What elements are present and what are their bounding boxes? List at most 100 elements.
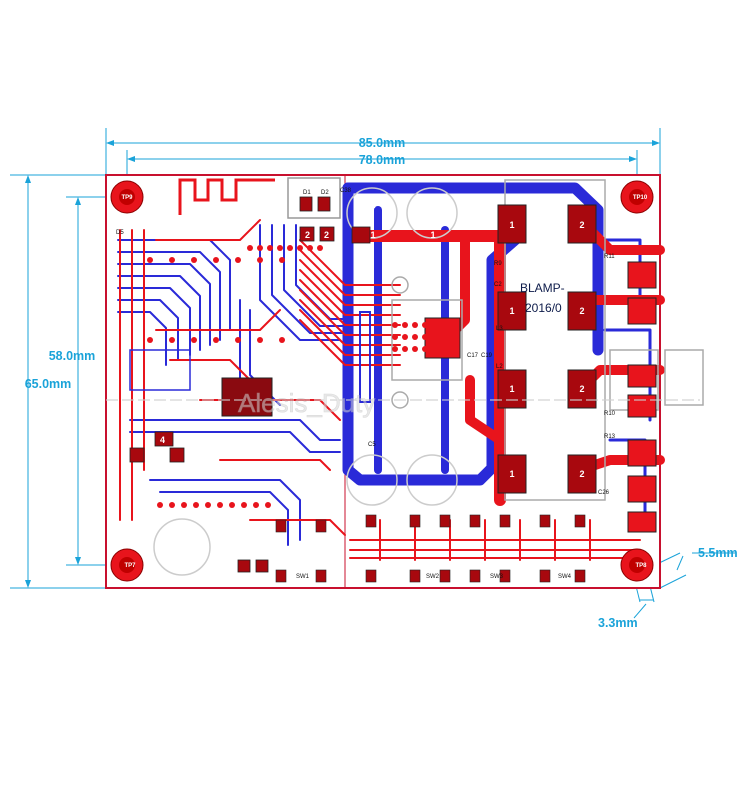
via-7 — [147, 337, 153, 343]
label-d5: D5 — [116, 230, 124, 236]
integrated-circuits — [129, 311, 461, 417]
svg-text:2: 2 — [579, 384, 584, 394]
label-d2: D2 — [321, 190, 329, 196]
dim-height-inner: 58.0mm — [49, 349, 96, 363]
via-33 — [241, 502, 247, 508]
label-sw3: SW3 — [490, 574, 504, 580]
svg-text:2: 2 — [324, 230, 329, 240]
switch-pads — [275, 514, 586, 583]
via-17 — [422, 322, 428, 328]
dim-height-outer: 65.0mm — [25, 377, 72, 391]
via-39 — [277, 245, 283, 251]
capacitor-pads — [129, 196, 371, 573]
label-sw2: SW2 — [426, 574, 440, 580]
via-6 — [279, 257, 285, 263]
via-25 — [422, 346, 428, 352]
svg-text:2: 2 — [579, 469, 584, 479]
pad-numbers: 2 2 1 1 1 2 1 2 1 2 1 2 2 2 4 — [160, 200, 585, 479]
bottom-copper-layer — [117, 182, 652, 546]
via-1 — [169, 257, 175, 263]
svg-text:2: 2 — [579, 220, 584, 230]
via-34 — [253, 502, 259, 508]
svg-text:2: 2 — [430, 200, 435, 210]
via-19 — [402, 334, 408, 340]
label-c19: C19 — [481, 353, 493, 359]
via-8 — [169, 337, 175, 343]
svg-text:1: 1 — [370, 230, 375, 240]
svg-text:4: 4 — [160, 435, 165, 445]
tp10-label: TP10 — [633, 195, 648, 201]
test-point-tp8: TP8 — [620, 548, 654, 582]
via-22 — [392, 346, 398, 352]
dim-width-outer: 85.0mm — [359, 136, 406, 150]
vias — [147, 245, 428, 508]
svg-text:2: 2 — [370, 200, 375, 210]
via-30 — [205, 502, 211, 508]
dimension-annotations — [10, 128, 735, 619]
label-d1: D1 — [303, 190, 311, 196]
label-sw1: SW1 — [296, 574, 310, 580]
via-37 — [257, 245, 263, 251]
svg-text:2: 2 — [305, 230, 310, 240]
board-date-silkscreen: 2016/0 — [525, 301, 562, 315]
label-r9: R9 — [494, 261, 502, 267]
mounting-holes: TP9 TP10 TP7 TP8 — [110, 180, 654, 582]
watermark: Alesis_Duty — [106, 388, 700, 418]
svg-text:1: 1 — [509, 469, 514, 479]
via-4 — [235, 257, 241, 263]
label-c17: C17 — [467, 353, 479, 359]
board-name-silkscreen: BLAMP- — [520, 281, 565, 295]
power-pads — [497, 204, 657, 533]
watermark-text: Alesis_Duty — [238, 388, 375, 418]
svg-text:1: 1 — [430, 230, 435, 240]
tp9-label: TP9 — [121, 195, 133, 201]
via-43 — [317, 245, 323, 251]
label-l2: L2 — [496, 364, 503, 370]
via-35 — [265, 502, 271, 508]
via-29 — [193, 502, 199, 508]
component-labels: D1 D2 C38 D5 R9 C2 L3 L2 C17 C19 C5 R11 … — [116, 188, 616, 580]
silkscreen-outlines — [153, 177, 704, 576]
via-32 — [229, 502, 235, 508]
label-r10: R10 — [604, 411, 616, 417]
antenna-trace — [178, 178, 275, 215]
test-point-tp10: TP10 — [620, 180, 654, 214]
via-12 — [257, 337, 263, 343]
via-27 — [169, 502, 175, 508]
via-16 — [412, 322, 418, 328]
label-c38: C38 — [340, 188, 352, 194]
via-36 — [247, 245, 253, 251]
svg-text:1: 1 — [509, 384, 514, 394]
tp8-label: TP8 — [635, 563, 647, 569]
via-11 — [235, 337, 241, 343]
dim-hole-diameter: 3.3mm — [598, 616, 638, 630]
label-c26: C26 — [598, 490, 610, 496]
label-l3: L3 — [496, 326, 503, 332]
via-28 — [181, 502, 187, 508]
label-r13: R13 — [604, 434, 616, 440]
via-31 — [217, 502, 223, 508]
via-38 — [267, 245, 273, 251]
label-c5: C5 — [368, 442, 376, 448]
via-5 — [257, 257, 263, 263]
via-26 — [157, 502, 163, 508]
label-r11: R11 — [604, 254, 615, 260]
via-14 — [392, 322, 398, 328]
via-2 — [191, 257, 197, 263]
dim-hole-offset: 5.5mm — [698, 546, 738, 560]
via-15 — [402, 322, 408, 328]
via-40 — [287, 245, 293, 251]
via-0 — [147, 257, 153, 263]
via-20 — [412, 334, 418, 340]
via-9 — [191, 337, 197, 343]
via-13 — [279, 337, 285, 343]
via-3 — [213, 257, 219, 263]
via-10 — [213, 337, 219, 343]
via-21 — [422, 334, 428, 340]
dim-width-inner: 78.0mm — [359, 153, 406, 167]
svg-text:1: 1 — [509, 306, 514, 316]
svg-text:1: 1 — [509, 220, 514, 230]
via-41 — [297, 245, 303, 251]
label-sw4: SW4 — [558, 574, 572, 580]
